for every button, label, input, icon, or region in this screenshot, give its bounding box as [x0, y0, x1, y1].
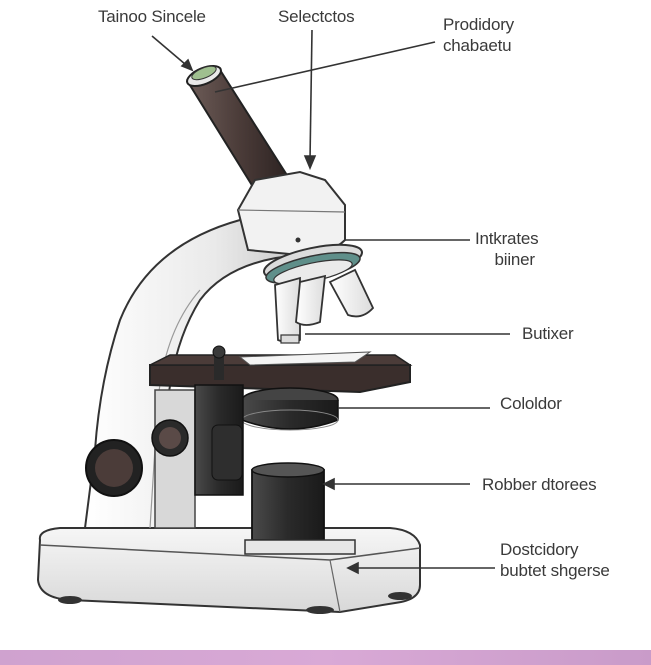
- microscope-arm: [83, 218, 301, 529]
- light-source: [244, 462, 356, 555]
- nosepiece-turret: [263, 243, 363, 285]
- eyepiece-tube: [186, 64, 292, 197]
- label-eyepiece: Tainoo Sincele: [98, 7, 206, 26]
- label-butter: Butixer: [522, 324, 574, 343]
- bottom-color-band: [0, 650, 651, 665]
- microscope-stage: [149, 345, 413, 394]
- microscope-head: [236, 170, 346, 257]
- focus-block: [85, 384, 244, 497]
- label-robber-drawer: Robber dtorees: [482, 475, 597, 494]
- label-base: Dostcidory bubtet shgerse: [500, 540, 610, 580]
- label-selector: Selectctos: [278, 7, 355, 26]
- microscope-base: [36, 527, 421, 614]
- label-condenser: Cololdor: [500, 394, 562, 413]
- leader-lines: [151, 29, 510, 575]
- label-lens-turret: Intkrates biiner: [475, 229, 539, 269]
- objective-lenses: [274, 268, 375, 344]
- condenser: [241, 387, 339, 431]
- label-prediction: Prodidory chabaetu: [443, 15, 514, 55]
